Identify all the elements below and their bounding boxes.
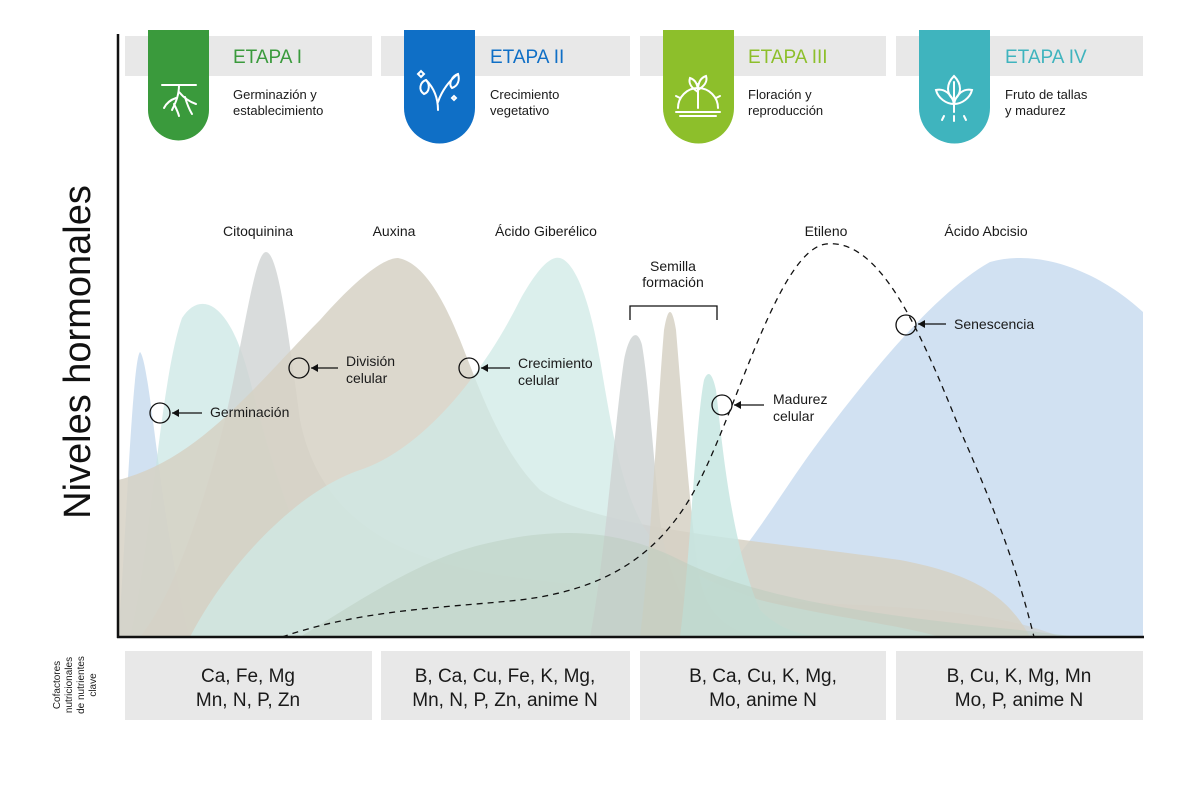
event-germination: Germinación <box>149 402 289 424</box>
nutrient-stage-4-line2: Mo, P, anime N <box>955 690 1083 711</box>
nutrient-box-stage-2: B, Ca, Cu, Fe, K, Mg, Mn, N, P, Zn, anim… <box>381 651 630 720</box>
event-label-cell-division-line2: celular <box>346 370 388 386</box>
stage-2: ETAPA II Crecimiento vegetativo <box>381 30 630 144</box>
hormone-label-abscisic: Ácido Abcisio <box>944 223 1027 239</box>
stage-1-desc-line2: establecimiento <box>233 103 323 118</box>
nutrient-box-stage-1: Ca, Fe, Mg Mn, N, P, Zn <box>125 651 372 720</box>
stage-2-desc-line2: vegetativo <box>490 103 549 118</box>
leaves-icon <box>934 74 974 122</box>
nutrient-box-stage-3: B, Ca, Cu, K, Mg, Mo, anime N <box>640 651 886 720</box>
nutrient-stage-2-line2: Mn, N, P, Zn, anime N <box>412 690 598 711</box>
event-label-cell-growth-line2: celular <box>518 372 560 388</box>
event-cell-division: División celular <box>288 353 395 386</box>
y-axis-label: Niveles hormonales <box>57 185 99 519</box>
nutrient-stage-4-line1: B, Cu, K, Mg, Mn <box>947 666 1092 687</box>
side-label-line1: Cofactores <box>52 661 63 709</box>
side-label-line2: nutricionales <box>64 657 75 713</box>
stage-2-title: ETAPA II <box>490 47 564 68</box>
nutrient-stage-2-line1: B, Ca, Cu, Fe, K, Mg, <box>415 666 596 687</box>
hormone-areas <box>118 252 1143 637</box>
seed-label-line1: Semilla <box>650 258 696 274</box>
stage-2-badge <box>404 30 475 144</box>
hormone-label-cytokinin: Citoquinina <box>223 223 293 239</box>
stage-3: ETAPA III Floración y reproducción <box>640 30 886 144</box>
event-label-senescence: Senescencia <box>954 316 1034 332</box>
nutrient-stage-3-line1: B, Ca, Cu, K, Mg, <box>689 666 837 687</box>
nutrient-stage-1-line1: Ca, Fe, Mg <box>201 666 295 687</box>
stage-4-title: ETAPA IV <box>1005 47 1087 68</box>
stage-3-desc-line2: reproducción <box>748 103 823 118</box>
side-label-line4: clave <box>88 673 99 697</box>
stage-headers: ETAPA I Germinazión y establecimiento ET… <box>125 30 1143 144</box>
nutrient-box-stage-4: B, Cu, K, Mg, Mn Mo, P, anime N <box>896 651 1143 720</box>
stage-3-title: ETAPA III <box>748 47 828 68</box>
hormone-label-gibberellic: Ácido Giberélico <box>495 223 597 239</box>
event-label-cell-growth-line1: Crecimiento <box>518 355 593 371</box>
stage-4-desc-line1: Fruto de tallas <box>1005 87 1088 102</box>
hormone-labels: Citoquinina Auxina Ácido Giberélico Etil… <box>223 223 1028 239</box>
stage-1-title: ETAPA I <box>233 47 302 68</box>
side-label-line3: de nutrientes <box>76 656 87 714</box>
event-cell-growth: Crecimiento celular <box>458 355 593 388</box>
stage-2-desc-line1: Crecimiento <box>490 87 559 102</box>
hormone-label-auxin: Auxina <box>373 223 416 239</box>
gibberellic-acid-area <box>190 257 940 637</box>
seed-formation-area-2 <box>640 312 760 637</box>
event-label-cell-maturity-line2: celular <box>773 408 815 424</box>
stage-1-desc-line1: Germinazión y <box>233 87 317 102</box>
stage-3-desc-line1: Floración y <box>748 87 812 102</box>
roots-icon <box>161 84 197 117</box>
abscisic-acid-area <box>118 257 1143 637</box>
event-label-germination: Germinación <box>210 404 289 420</box>
sage-overlap-area <box>300 533 1080 637</box>
hormone-label-ethylene: Etileno <box>805 223 848 239</box>
sprout-icon <box>416 69 460 111</box>
seed-formation-area-3 <box>680 374 820 637</box>
nutrient-boxes: Ca, Fe, Mg Mn, N, P, Zn B, Ca, Cu, Fe, K… <box>125 651 1143 720</box>
event-senescence: Senescencia <box>895 314 1034 336</box>
event-label-cell-division-line1: División <box>346 353 395 369</box>
stage-1: ETAPA I Germinazión y establecimiento <box>125 30 372 141</box>
nutrient-stage-1-line2: Mn, N, P, Zn <box>196 690 300 711</box>
event-markers: Germinación División celular Crecimiento… <box>149 314 1034 424</box>
seed-formation-bracket: Semilla formación <box>629 258 718 320</box>
stage-4-desc-line2: y madurez <box>1005 103 1066 118</box>
nutrient-stage-3-line2: Mo, anime N <box>709 690 817 711</box>
stage-4: ETAPA IV Fruto de tallas y madurez <box>896 30 1143 144</box>
ethylene-curve <box>281 243 1035 638</box>
seedling-sun-icon <box>675 74 721 117</box>
event-cell-maturity: Madurez celular <box>711 391 827 424</box>
seed-label-line2: formación <box>642 274 703 290</box>
nutrient-cofactor-side-label: Cofactores nutricionales de nutrientes c… <box>52 656 99 714</box>
event-label-cell-maturity-line1: Madurez <box>773 391 827 407</box>
